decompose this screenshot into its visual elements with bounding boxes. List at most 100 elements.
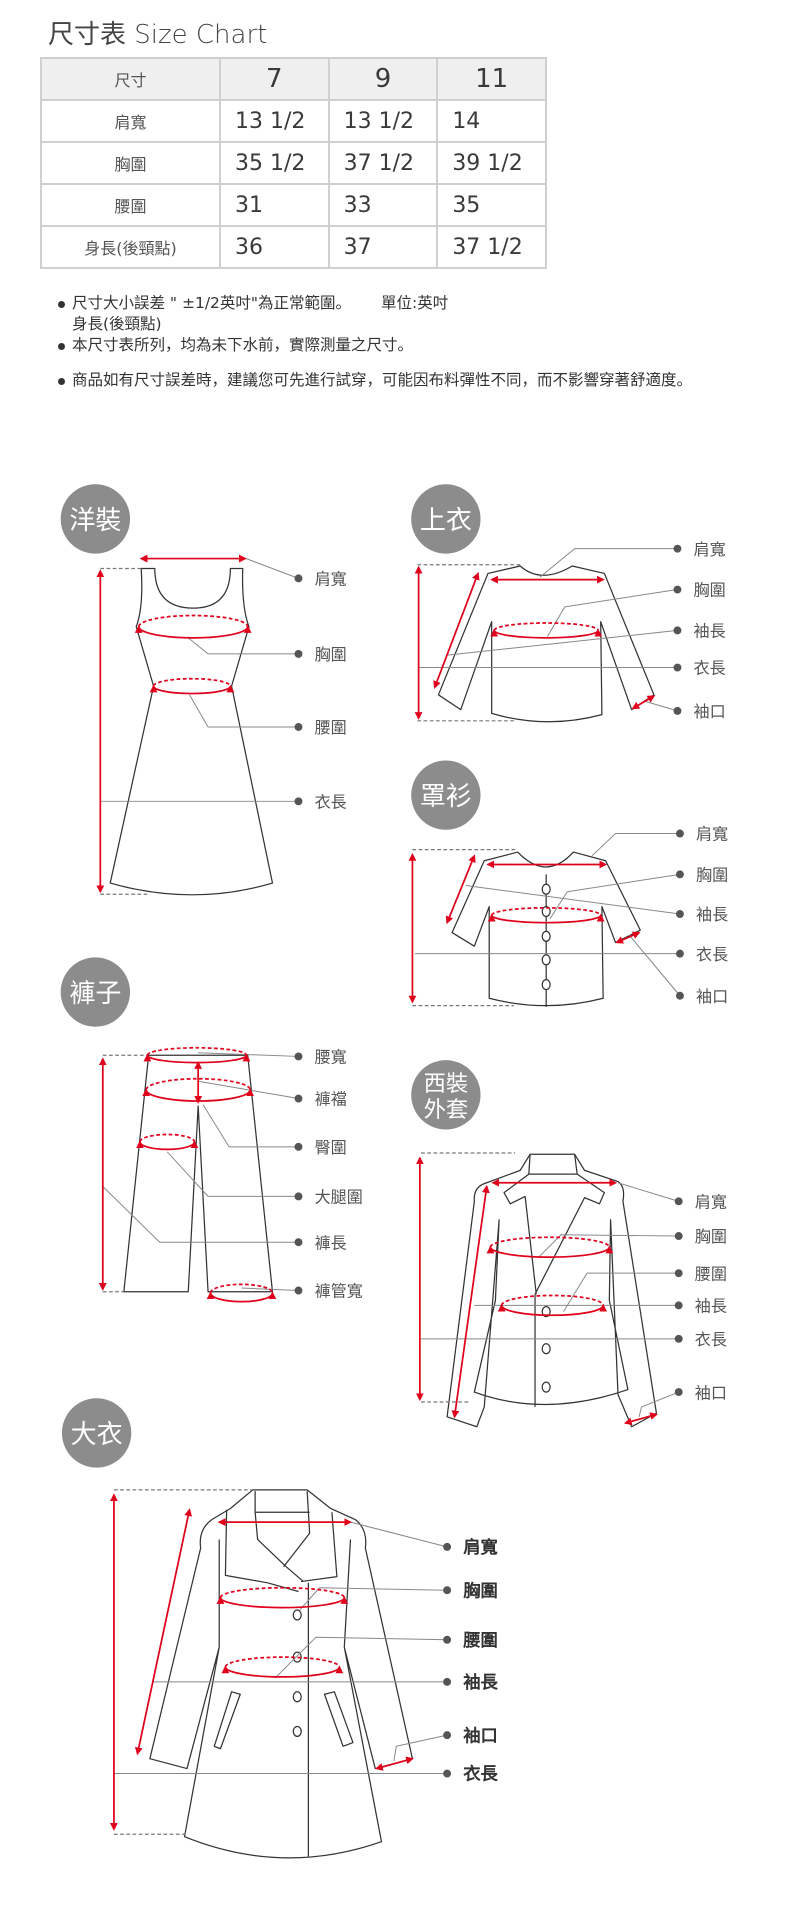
button-icon <box>292 1691 302 1703</box>
pants-label: 臀圍 <box>315 1138 347 1157</box>
dot-icon <box>294 1142 303 1151</box>
pants-hem-ellipse <box>206 1291 277 1303</box>
pants-label: 褲管寬 <box>315 1282 363 1301</box>
table-header-row: 尺寸 7 9 11 <box>40 57 547 101</box>
dress-label: 腰圍 <box>315 718 347 737</box>
dot-icon <box>294 797 303 806</box>
dot-icon <box>443 1542 452 1551</box>
dot-icon <box>673 706 682 715</box>
suit-cuff-arrow <box>623 1412 658 1426</box>
coat-pocket-left <box>213 1691 241 1750</box>
blouse-label: 肩寬 <box>696 825 728 844</box>
pants-waist-ellipse-back <box>146 1046 248 1056</box>
suit-leader-line <box>638 1391 679 1417</box>
dress-outline <box>109 567 274 896</box>
pants-label: 褲長 <box>315 1233 347 1252</box>
dot-icon <box>443 1635 452 1644</box>
top-cuff-arrow <box>631 695 656 710</box>
coat-leader-line <box>274 1636 448 1679</box>
row-label: 肩寬 <box>40 99 221 143</box>
dot-icon <box>675 949 684 958</box>
pants-thigh-ellipse-back <box>139 1133 196 1143</box>
table-row: 胸圍 35 1/2 37 1/2 39 1/2 <box>40 141 547 185</box>
dot-icon <box>675 991 684 1000</box>
cell: 37 <box>327 225 439 269</box>
suit-chest-ellipse-back <box>489 1236 611 1248</box>
top-chest-ellipse-back <box>493 622 600 631</box>
dot-icon <box>294 1192 303 1201</box>
notes: 尺寸大小誤差 " ±1/2英吋"為正常範圍。單位:英吋 身長(後頸點) 本尺寸表… <box>58 293 778 391</box>
coat-leader-line <box>350 1521 448 1548</box>
button-icon <box>541 979 551 991</box>
coat-label: 肩寬 <box>463 1537 498 1558</box>
note-fit: 商品如有尺寸誤差時，建議您可先進行試穿，可能因布料彈性不同，而不影響穿著舒適度。 <box>58 370 772 391</box>
dot-icon <box>674 1301 683 1310</box>
coat-collar <box>224 1491 338 1857</box>
dot-icon <box>294 723 303 731</box>
dot-icon <box>675 910 684 918</box>
coat-chest-ellipse <box>216 1596 349 1609</box>
row-label: 胸圍 <box>40 141 221 185</box>
dot-icon <box>294 574 303 583</box>
page-title: 尺寸表 Size Chart <box>48 20 268 50</box>
top-leader-line <box>447 629 678 656</box>
leaders <box>100 548 681 1775</box>
button-icon <box>541 954 551 966</box>
dress-leader-line <box>189 694 299 728</box>
button-icon <box>541 1343 551 1355</box>
top-label: 肩寬 <box>694 540 726 559</box>
dot-icon <box>675 829 684 838</box>
dress-waist-ellipse-back <box>152 677 232 687</box>
coat-label: 胸圍 <box>463 1580 498 1601</box>
outlines <box>109 565 658 1859</box>
pants-label: 腰寬 <box>315 1048 347 1067</box>
dot-icon <box>294 1238 303 1247</box>
button-icon <box>541 1381 551 1393</box>
blouse-label: 袖口 <box>696 987 728 1006</box>
dot-icon <box>674 1334 683 1343</box>
note-text: 身長(後頸點) <box>72 315 162 333</box>
pants-thigh-ellipse <box>136 1140 199 1151</box>
suit-chest-ellipse <box>486 1245 614 1258</box>
pants-badge-text: 褲子 <box>69 979 121 1009</box>
coat-sleeve-arrow <box>134 1508 193 1756</box>
blouse-label: 胸圍 <box>696 866 728 885</box>
blouse-leader-line <box>465 885 681 915</box>
dot-icon <box>675 870 684 879</box>
coat-label: 袖口 <box>463 1725 498 1746</box>
pants-hem-ellipse-back <box>209 1283 274 1294</box>
top-badge <box>411 484 481 554</box>
pants-label: 大腿圍 <box>315 1188 363 1207</box>
cell: 35 <box>436 183 547 227</box>
dress-bust-ellipse <box>134 625 252 639</box>
cell: 36 <box>219 225 330 269</box>
blouse-label: 衣長 <box>696 945 728 964</box>
top-leader-line <box>546 589 678 637</box>
coat-label: 腰圍 <box>463 1631 498 1651</box>
coat-leader-line <box>299 1587 448 1611</box>
dot-icon <box>443 1731 452 1740</box>
guides <box>100 564 521 1835</box>
note-pre-wash: 本尺寸表所列，均為未下水前，實際測量之尺寸。 <box>58 335 778 356</box>
blouse-badge-text: 罩衫 <box>420 782 472 812</box>
suit-leader-line <box>617 1182 679 1202</box>
coat-waist-ellipse-back <box>224 1656 341 1668</box>
cell: 33 <box>327 183 439 227</box>
coat-label: 衣長 <box>463 1764 498 1785</box>
blouse-badge <box>411 760 481 830</box>
top-outline <box>437 565 655 723</box>
pants-leader-line <box>198 1080 299 1100</box>
cell: 14 <box>436 99 547 143</box>
header-cell: 11 <box>436 57 547 101</box>
cell: 13 1/2 <box>219 99 330 143</box>
guide-line <box>100 564 521 1835</box>
dot-icon <box>674 1232 683 1240</box>
dot-icon <box>674 1197 683 1206</box>
suit-label: 衣長 <box>695 1330 727 1349</box>
button-icon <box>541 883 551 895</box>
pants-hip-ellipse-back <box>145 1077 252 1091</box>
cell: 13 1/2 <box>327 99 439 143</box>
measures <box>96 554 658 1831</box>
row-label: 腰圍 <box>40 183 221 227</box>
